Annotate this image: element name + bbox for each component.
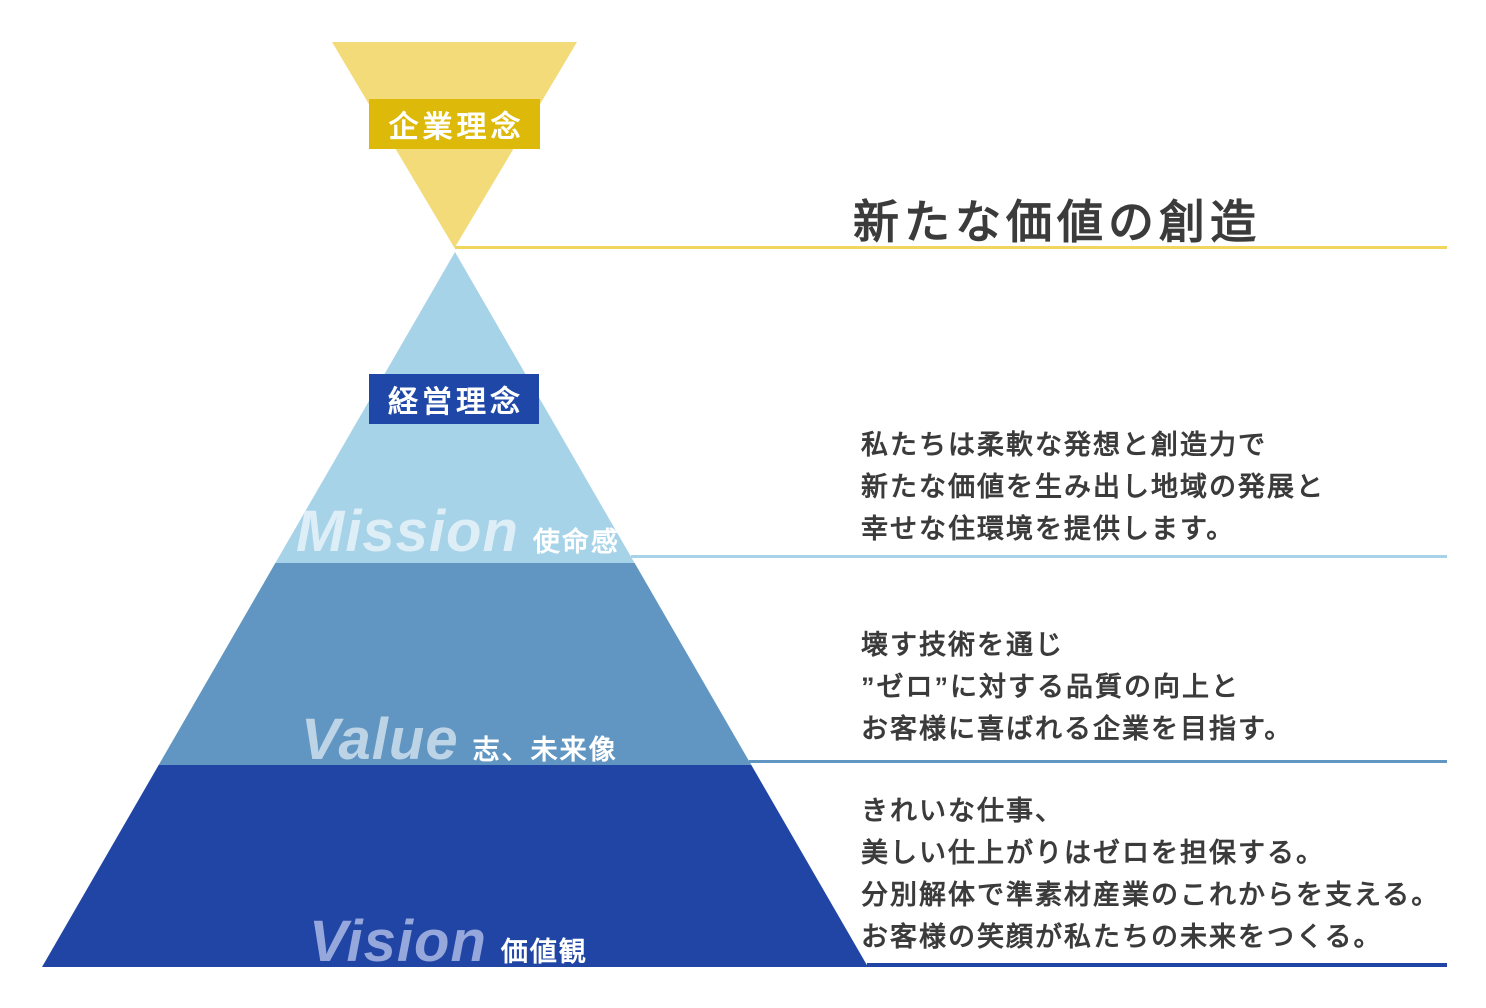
- mission-subtitle: 使命感: [532, 527, 620, 557]
- vision-subtitle: 価値観: [500, 937, 588, 967]
- corporate-philosophy-label: 企業理念: [369, 99, 540, 149]
- value-subtitle: 志、未来像: [472, 735, 618, 765]
- value-word: Value: [301, 707, 459, 772]
- vision-word: Vision: [309, 909, 487, 974]
- vision-divider-line: [867, 963, 1447, 967]
- yellow-divider-line: [455, 246, 1447, 249]
- mission-word-row: Mission 使命感: [296, 503, 620, 561]
- vision-band: [42, 765, 868, 967]
- management-philosophy-label: 経営理念: [369, 374, 539, 424]
- mission-word: Mission: [296, 499, 519, 564]
- value-divider-line: [749, 760, 1447, 763]
- page-title: 新たな価値の創造: [853, 196, 1261, 248]
- pyramid: [42, 252, 868, 967]
- value-word-row: Value 志、未来像: [301, 711, 618, 769]
- mission-divider-line: [631, 555, 1447, 558]
- value-description: 壊す技術を通じ ”ゼロ”に対する品質の向上と お客様に喜ばれる企業を目指す。: [861, 630, 1294, 744]
- vision-description: きれいな仕事、 美しい仕上がりはゼロを担保する。 分別解体で準素材産業のこれから…: [861, 796, 1441, 952]
- mission-description: 私たちは柔軟な発想と創造力で 新たな価値を生み出し地域の発展と 幸せな住環境を提…: [861, 430, 1325, 544]
- vision-word-row: Vision 価値観: [309, 913, 588, 971]
